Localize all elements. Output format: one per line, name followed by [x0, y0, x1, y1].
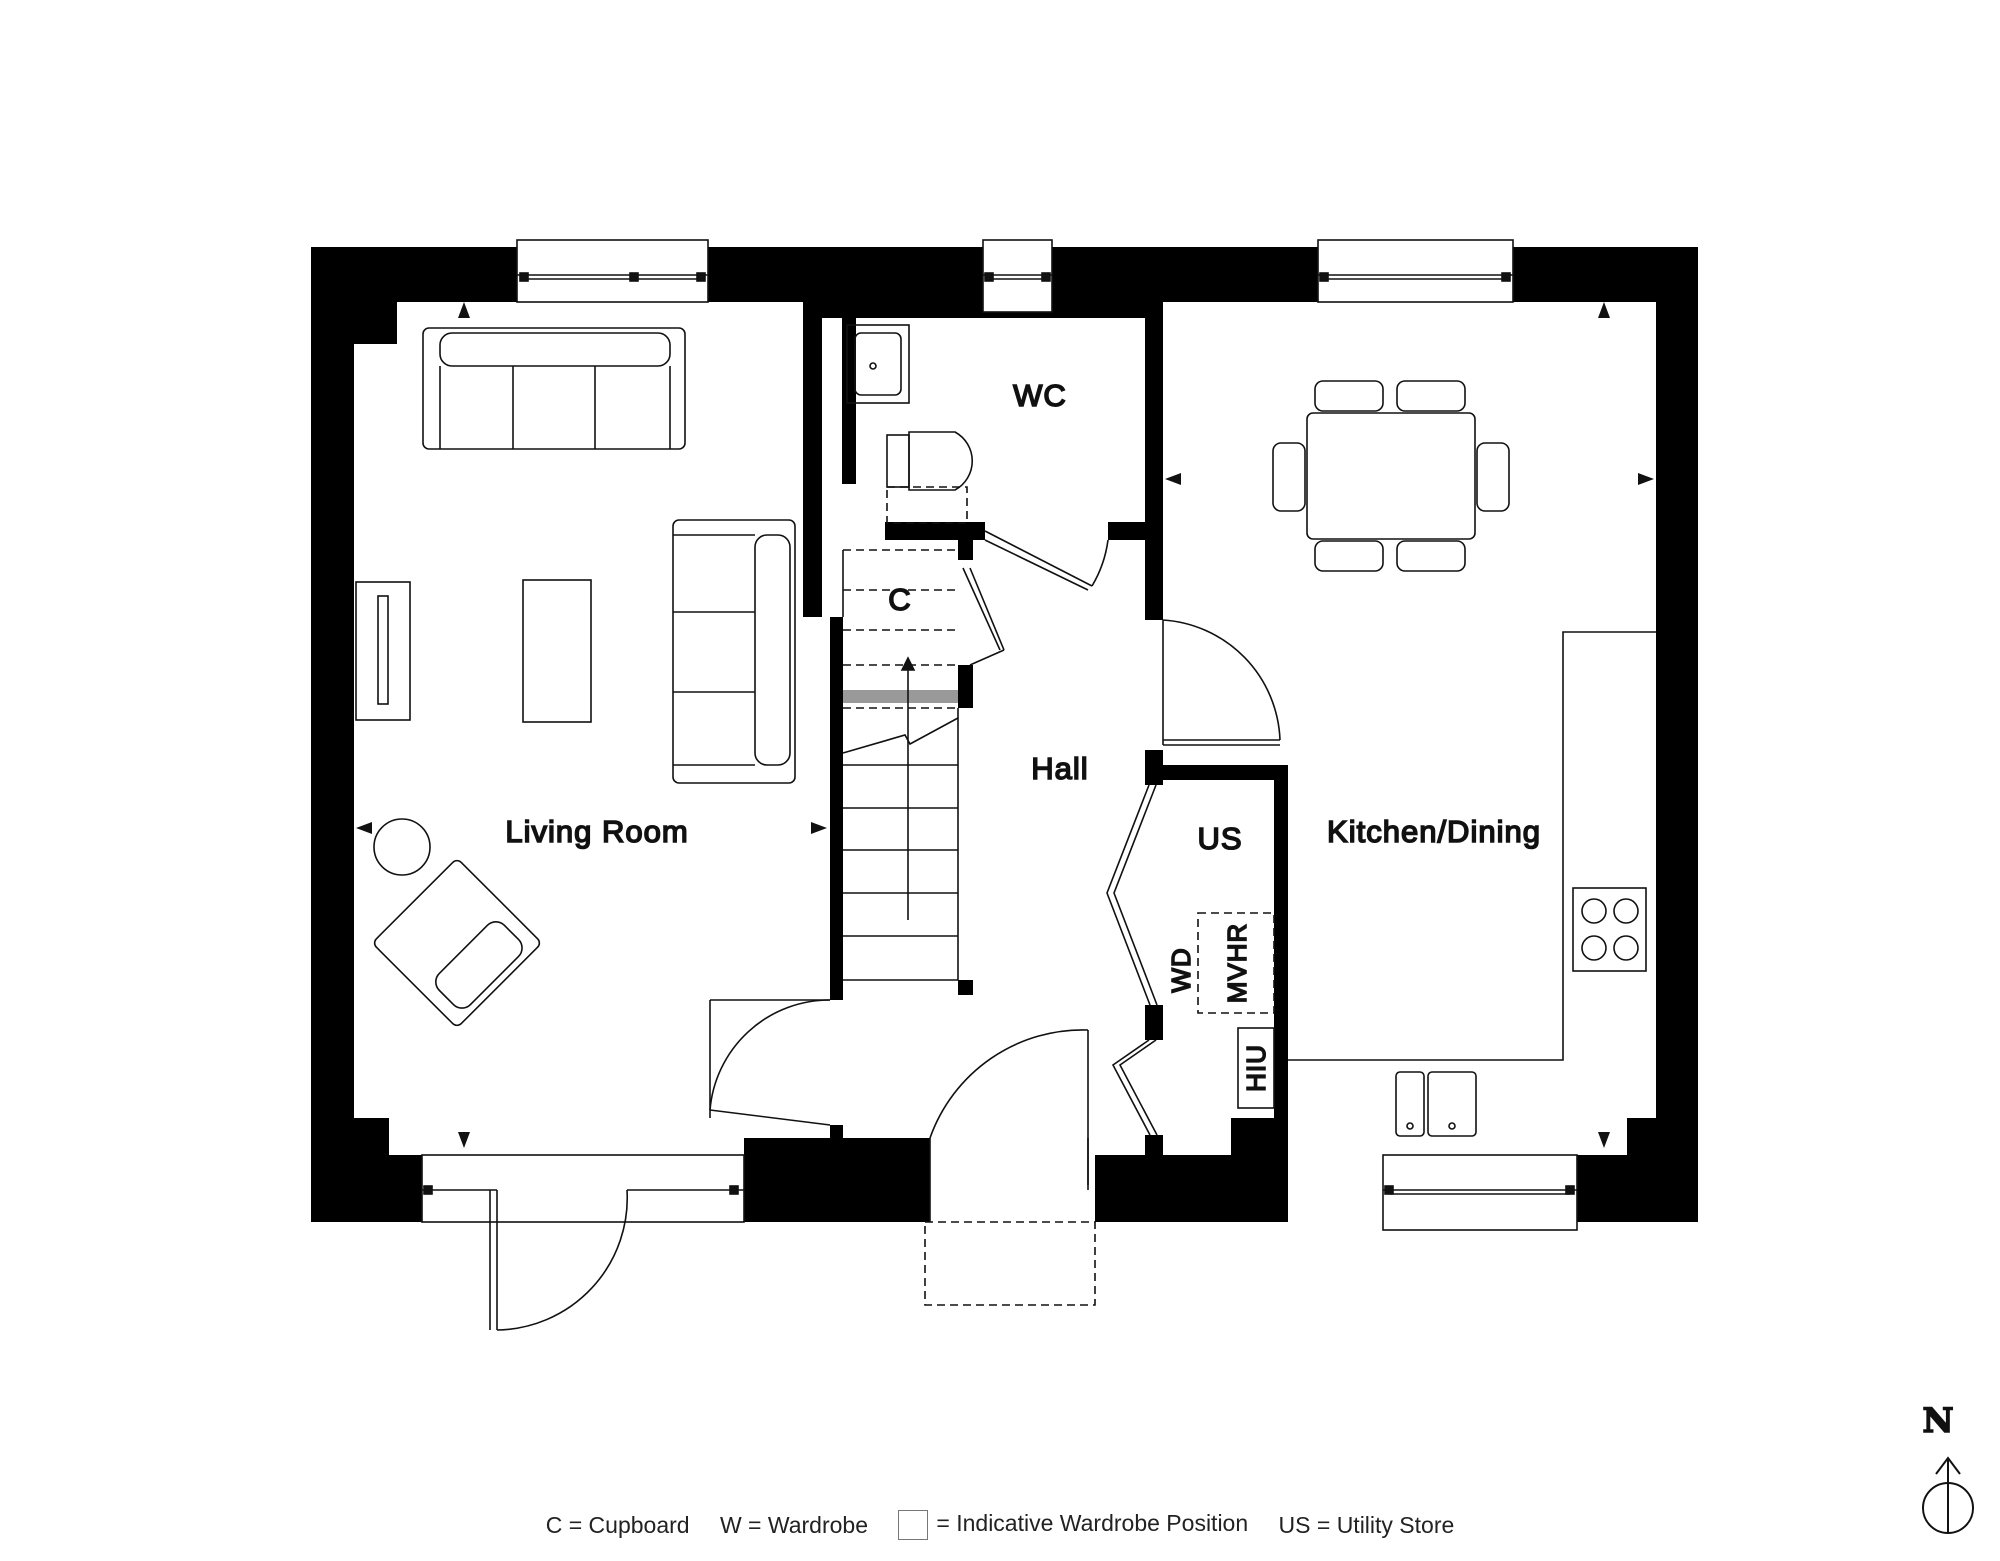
sofa-three-seat — [422, 327, 686, 450]
sink — [1395, 1071, 1477, 1137]
north-arrow-icon — [1935, 1456, 1961, 1475]
legend-indicative-wardrobe: = Indicative Wardrobe Position — [898, 1510, 1248, 1540]
windows — [421, 239, 1578, 1231]
dimension-markers — [356, 302, 1654, 1148]
stairs — [842, 549, 959, 981]
armchair — [373, 859, 541, 1027]
north-label: N — [1922, 1401, 1953, 1441]
label-wd: WD — [1166, 947, 1196, 992]
side-table — [373, 818, 431, 876]
utility-fixtures — [1197, 912, 1275, 1109]
label-kitchen-dining: Kitchen/Dining — [1327, 814, 1541, 849]
wc-fixtures — [846, 324, 973, 524]
legend-indicative-text: = Indicative Wardrobe Position — [936, 1510, 1249, 1537]
hiu-unit — [1237, 1027, 1275, 1109]
stair-direction-arrow — [900, 656, 916, 671]
kitchen-counter — [1288, 631, 1656, 1061]
window-living-bottom — [421, 1154, 745, 1223]
label-wc: WC — [1013, 378, 1067, 413]
label-mvhr: MVHR — [1222, 923, 1252, 1004]
stair-treads — [843, 764, 958, 981]
label-hiu: HIU — [1241, 1044, 1271, 1092]
window-kitchen-bottom — [1382, 1154, 1578, 1231]
legend-cupboard: C = Cupboard — [545, 1511, 690, 1538]
indicative-wardrobe-box-icon — [898, 1510, 929, 1540]
coffee-table — [522, 579, 592, 723]
label-utility-store: US — [1197, 821, 1242, 856]
legend: C = Cupboard W = Wardrobe = Indicative W… — [0, 1510, 2000, 1540]
label-hall: Hall — [1031, 751, 1088, 786]
dining-table — [1272, 380, 1510, 572]
door-cupboard[interactable] — [962, 567, 1005, 666]
window-kitchen-top — [1317, 239, 1514, 303]
door-utility-bifold[interactable] — [1106, 784, 1158, 1136]
window-living-top — [516, 239, 709, 303]
toilet — [886, 431, 973, 524]
mvhr-unit — [1197, 912, 1275, 1014]
walls — [311, 247, 1698, 1222]
window-wc-top — [982, 239, 1053, 313]
label-living-room: Living Room — [505, 814, 688, 849]
kitchen-furniture — [1272, 380, 1656, 1137]
legend-utility-store: US = Utility Store — [1278, 1511, 1455, 1538]
door-front-entrance[interactable] — [924, 1029, 1096, 1306]
stair-landing — [843, 690, 958, 703]
door-living[interactable] — [709, 999, 831, 1126]
legend-wardrobe: W = Wardrobe — [719, 1511, 869, 1538]
sofa-two-seat — [672, 519, 796, 784]
living-furniture — [355, 327, 796, 1027]
tv-unit — [355, 581, 411, 721]
door-garden[interactable] — [489, 1189, 629, 1331]
label-cupboard: C — [888, 582, 911, 617]
hob — [1572, 887, 1647, 972]
door-kitchen[interactable] — [1162, 619, 1281, 746]
cupboard-under-stairs — [843, 549, 958, 709]
doors — [489, 530, 1281, 1331]
basin — [846, 324, 910, 404]
north-compass: N — [1922, 1400, 1974, 1534]
door-wc[interactable] — [984, 530, 1109, 591]
